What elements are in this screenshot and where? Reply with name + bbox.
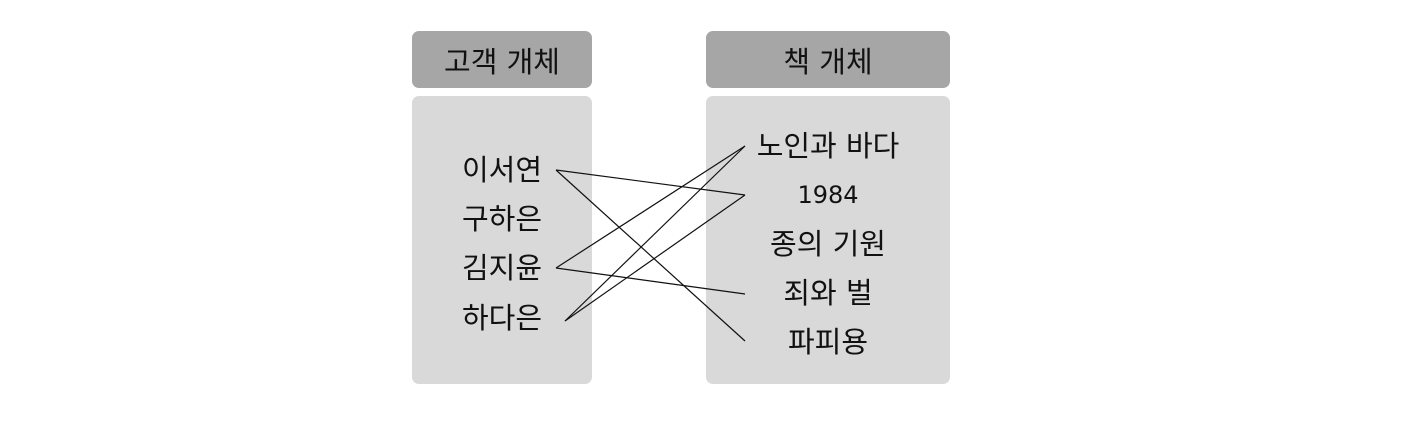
customer-item: 구하은 xyxy=(461,202,543,236)
book-item: 노인과 바다 xyxy=(756,129,900,163)
book-item: 종의 기원 xyxy=(770,227,886,261)
customer-entity-title: 고객 개체 xyxy=(444,44,560,79)
book-entity-header: 책 개체 xyxy=(706,31,950,88)
book-item: 파피용 xyxy=(787,325,869,359)
customer-entity-header: 고객 개체 xyxy=(412,31,592,88)
book-item: 죄와 벌 xyxy=(783,276,873,310)
customer-item: 이서연 xyxy=(461,153,543,187)
customer-item: 김지윤 xyxy=(461,251,543,285)
book-entity-panel xyxy=(706,96,950,384)
customer-item: 하다은 xyxy=(461,301,543,335)
book-item: 1984 xyxy=(797,181,859,209)
book-entity-title: 책 개체 xyxy=(783,44,873,79)
